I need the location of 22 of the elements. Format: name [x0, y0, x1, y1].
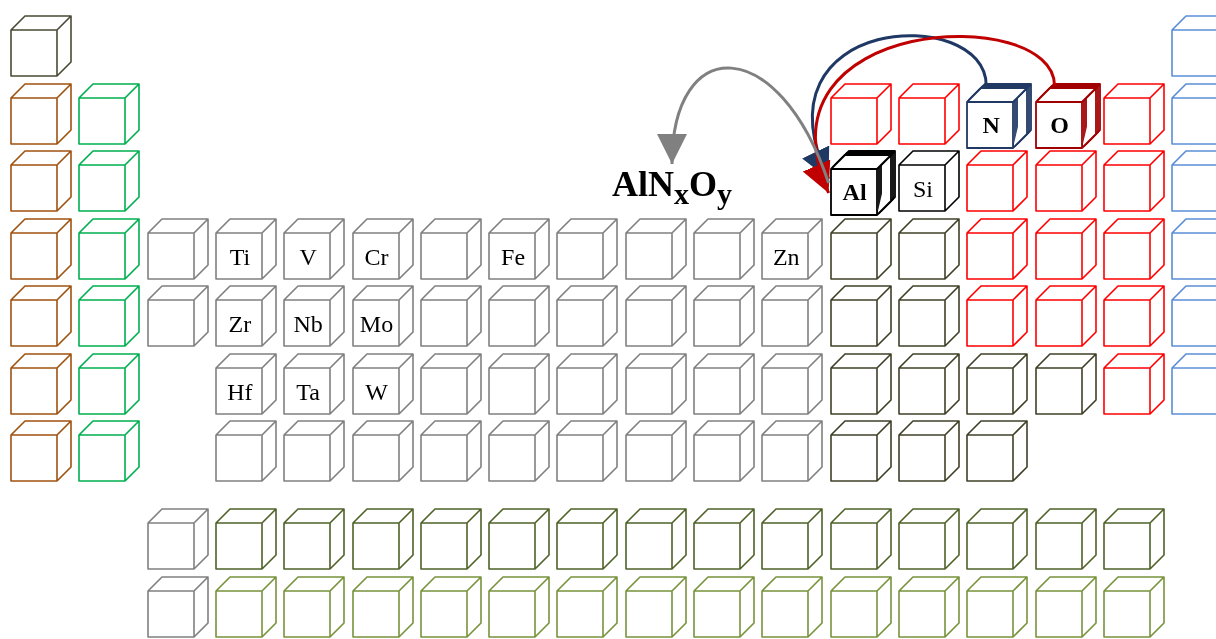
- element-symbol: Al: [841, 178, 868, 207]
- element-symbol: Zr: [227, 310, 253, 339]
- element-symbol: Cr: [363, 242, 390, 272]
- curved-arrow: [659, 66, 830, 184]
- element-symbol: Nb: [292, 310, 324, 339]
- element-symbol: Fe: [500, 242, 527, 272]
- element-symbol: Hf: [226, 377, 254, 407]
- element-symbol: Ti: [228, 242, 252, 272]
- curved-arrow: [804, 34, 988, 180]
- element-symbol: Si: [911, 175, 934, 204]
- element-cube: [966, 82, 1033, 149]
- element-symbol: Zn: [771, 242, 801, 272]
- formula-label: AlN$_{x}$O$_{y}$: [612, 166, 732, 210]
- curved-arrow: [805, 35, 1056, 194]
- element-symbol: Mo: [358, 310, 395, 339]
- element-symbol: Ta: [295, 377, 321, 407]
- element-symbol: V: [298, 242, 318, 272]
- element-symbol: O: [1049, 110, 1070, 140]
- element-cube: [829, 150, 896, 216]
- element-symbol: W: [364, 377, 389, 407]
- element-cube: [1034, 82, 1101, 149]
- element-symbol: N: [981, 110, 1001, 140]
